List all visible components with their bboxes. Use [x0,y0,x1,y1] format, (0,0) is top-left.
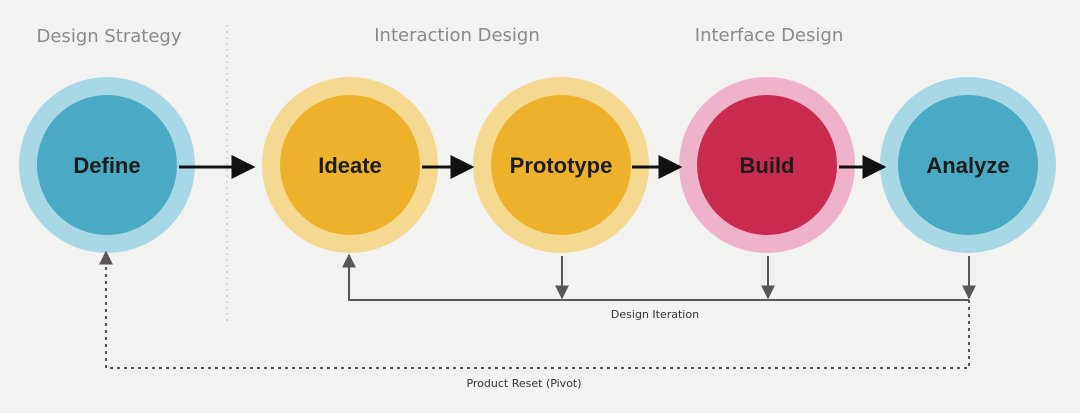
node-define: Define [19,77,195,253]
define-inner-circle [37,95,177,235]
product-reset-loop [99,250,970,369]
node-label-ideate: Ideate [318,153,382,178]
iteration-return-arrow [342,253,969,301]
node-analyze: Analyze [880,77,1056,253]
node-label-prototype: Prototype [510,153,613,178]
phase-label-interaction-design: Interaction Design [374,25,540,46]
node-label-analyze: Analyze [926,153,1009,178]
ideate-inner-circle [280,95,420,235]
phase-label-design-strategy: Design Strategy [37,26,182,47]
node-ideate: Ideate [262,77,438,253]
design-iteration-loop [342,253,976,301]
node-build: Build [679,77,855,253]
build-inner-circle [697,95,837,235]
node-prototype: Prototype [473,77,649,253]
product-reset-label: Product Reset (Pivot) [466,377,581,390]
product-reset-arrow [99,250,970,369]
node-label-define: Define [73,153,140,178]
prototype-inner-circle [491,95,631,235]
node-label-build: Build [740,153,795,178]
design-iteration-label: Design Iteration [611,308,699,321]
analyze-inner-circle [898,95,1038,235]
phase-label-interface-design: Interface Design [695,25,843,46]
